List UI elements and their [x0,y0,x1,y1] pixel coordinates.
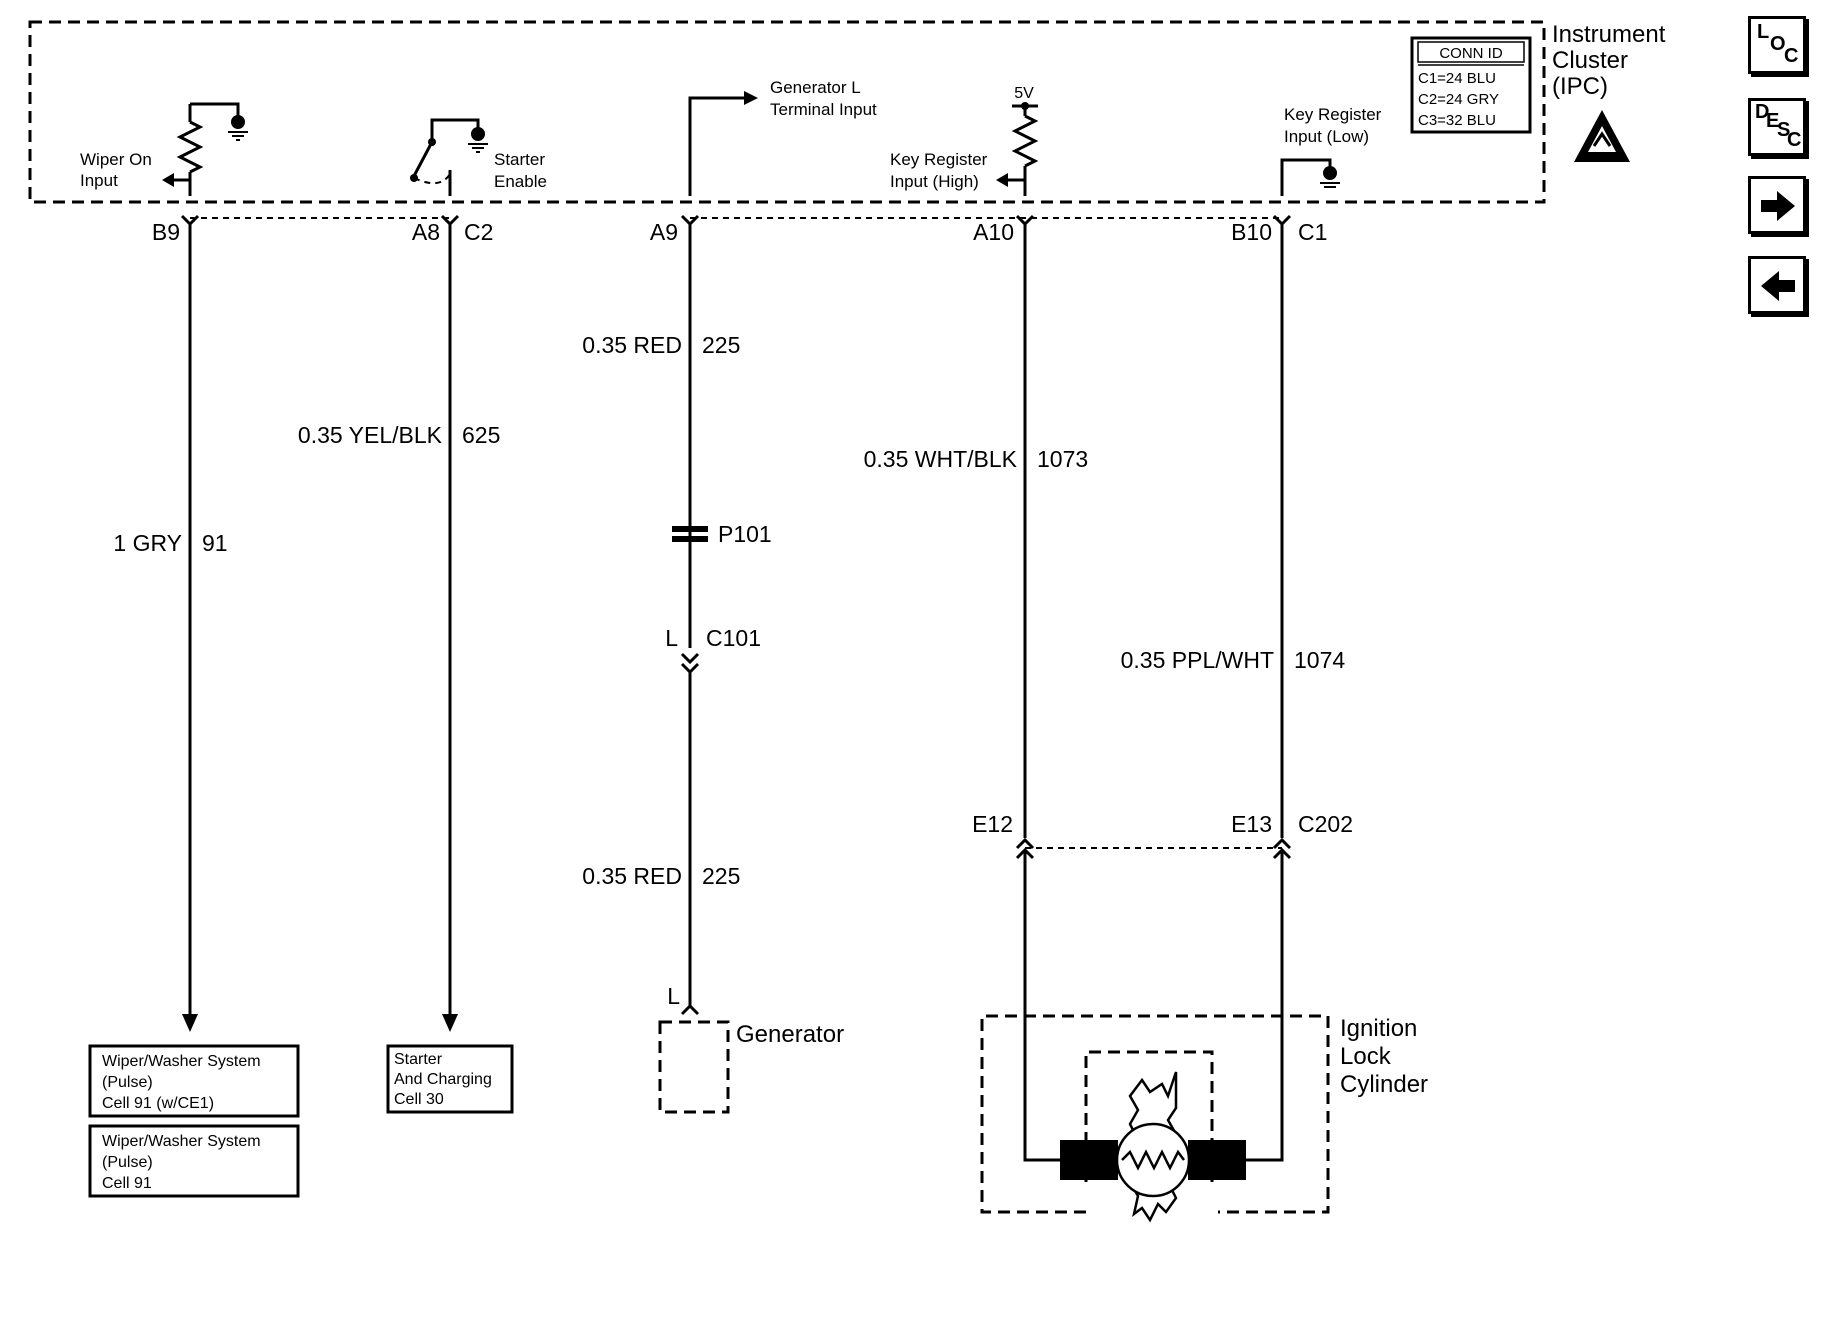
wire-color-label: 1 GRY [113,530,182,556]
generator-component [658,1020,730,1114]
connector-pin-label: L [665,625,678,651]
five-volt-label: 5V [1014,85,1034,102]
wiper-on-input-circuit [162,102,248,196]
ipc-name-line3: (IPC) [1552,73,1608,100]
starter-enable-circuit [410,118,488,196]
key-register-high-label: Key Register [890,150,988,169]
generator-l-input-label: Terminal Input [770,100,877,119]
wire-225 [680,214,700,1016]
generator-l-input-label: Generator L [770,78,861,97]
wire-circuit-label: 225 [702,863,740,889]
wire-color-label: 0.35 RED [582,863,682,889]
wire-color-label: 0.35 RED [582,332,682,358]
wire-color-label: 0.35 YEL/BLK [298,422,443,448]
ignition-lock-label: Cylinder [1340,1071,1428,1098]
wire-color-label: 0.35 WHT/BLK [864,446,1018,472]
pin-label: A9 [650,219,678,245]
ignition-lock-label: Ignition [1340,1015,1417,1042]
ground-icon [468,127,488,153]
connector-label: C2 [464,219,493,245]
conn-id-row: C1=24 BLU [1418,70,1496,87]
ground-icon [228,115,248,141]
connector-label: C101 [706,625,761,651]
loc-letter: L [1757,21,1770,43]
key-register-high-label: Input (High) [890,172,979,191]
ignition-lock-cylinder-component [980,1014,1330,1223]
ignition-lock-label: Lock [1340,1043,1392,1070]
generator-l-input-circuit [688,91,758,196]
conn-id-title: CONN ID [1439,45,1503,62]
wire-91 [180,214,200,1032]
conn-id-row: C3=32 BLU [1418,112,1496,129]
description-button[interactable]: D E S C [1748,98,1806,156]
wire-circuit-label: 625 [462,422,500,448]
ipc-name-line2: Cluster [1552,47,1628,74]
desc-letter: E [1766,110,1780,132]
reference-box-wiper: Wiper/Washer System (Pulse) Cell 91 [88,1124,300,1198]
reference-text: (Pulse) [102,1074,153,1091]
wire-1073 [1015,214,1066,1162]
desc-letter: D [1755,101,1770,123]
wire-circuit-label: 225 [702,332,740,358]
connector-pin-label: E12 [972,811,1013,837]
splice-pack-icon [672,520,708,548]
connector-pin-label: L [667,983,680,1009]
pin-label: B9 [152,219,180,245]
reference-text: (Pulse) [102,1154,153,1171]
pin-label: A10 [973,219,1014,245]
arrow-right-icon [1761,191,1795,221]
loc-letter: O [1770,33,1786,55]
reference-box-wiper-ce1: Wiper/Washer System (Pulse) Cell 91 (w/C… [88,1044,300,1118]
arrow-left-icon [1761,271,1795,301]
key-register-low-label: Key Register [1284,105,1382,124]
conn-id-table: CONN ID C1=24 BLU C2=24 GRY C3=32 BLU [1410,36,1532,134]
connector-label: C202 [1298,811,1353,837]
reference-text: Starter [394,1051,443,1068]
wire-1074 [1240,214,1292,1162]
location-button[interactable]: L O C [1748,16,1806,74]
reference-text: Cell 91 [102,1175,152,1192]
wire-color-label: 0.35 PPL/WHT [1121,647,1274,673]
pin-label: A8 [412,219,440,245]
ipc-name-line1: Instrument [1552,21,1666,48]
key-register-low-circuit [1280,158,1340,196]
ipc-enclosure [28,20,1546,204]
starter-enable-label: Enable [494,172,547,191]
connector-label: C1 [1298,219,1327,245]
wire-625 [440,214,460,1032]
ground-icon [1320,166,1340,188]
splice-label: P101 [718,521,772,547]
reference-text: Wiper/Washer System [102,1133,261,1150]
loc-letter: C [1784,45,1799,67]
wire-circuit-label: 91 [202,530,228,556]
next-page-button[interactable] [1748,176,1806,234]
starter-enable-label: Starter [494,150,545,169]
esd-warning-icon [1574,110,1630,162]
connector-pin-label: E13 [1231,811,1272,837]
wiper-on-input-label: Wiper On [80,150,152,169]
desc-letter: S [1777,119,1791,141]
generator-label: Generator [736,1021,844,1048]
reference-text: Wiper/Washer System [102,1053,261,1070]
reference-text: Cell 30 [394,1091,444,1108]
key-register-high-circuit [996,102,1039,196]
reference-text: And Charging [394,1071,492,1088]
reference-box-starter: Starter And Charging Cell 30 [386,1044,514,1114]
previous-page-button[interactable] [1748,256,1806,314]
key-register-low-label: Input (Low) [1284,127,1369,146]
conn-id-row: C2=24 GRY [1418,91,1499,108]
pin-label: B10 [1231,219,1272,245]
reference-text: Cell 91 (w/CE1) [102,1095,214,1112]
wiper-on-input-label: Input [80,171,118,190]
desc-letter: C [1787,129,1802,151]
wire-circuit-label: 1074 [1294,647,1345,673]
wire-circuit-label: 1073 [1037,446,1088,472]
